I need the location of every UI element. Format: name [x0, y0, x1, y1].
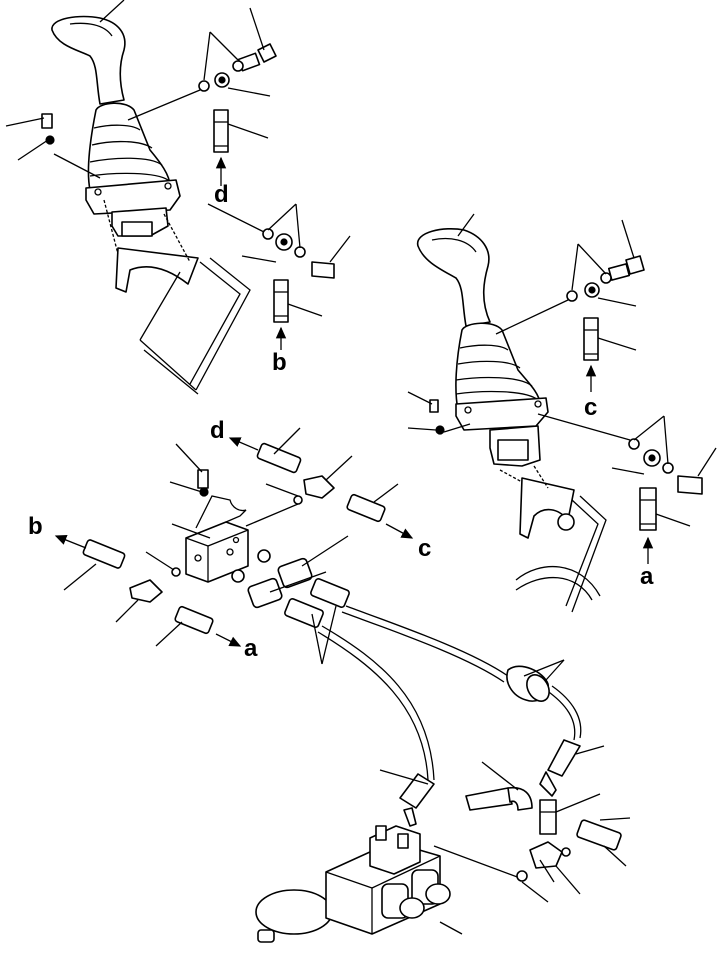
label-port-a-mid: a — [244, 635, 258, 662]
label-port-c-right: c — [584, 394, 597, 421]
left-joystick-assembly — [51, 15, 251, 395]
right-joystick-base — [455, 397, 549, 431]
lower-valve-assembly — [255, 769, 521, 943]
label-port-d-mid: d — [210, 417, 225, 444]
right-top-fittings — [407, 219, 645, 435]
left-top-fittings — [5, 0, 277, 186]
accumulator — [255, 889, 333, 935]
label-port-b-top: b — [272, 349, 287, 376]
lower-right-fittings — [465, 739, 631, 903]
left-joystick-grip — [51, 15, 126, 105]
left-joystick-boot — [87, 102, 171, 191]
label-port-a-right: a — [640, 563, 654, 590]
label-port-d-top: d — [214, 181, 229, 208]
left-joystick-base — [85, 179, 181, 215]
right-joystick-assembly — [417, 213, 607, 613]
center-fittings — [54, 427, 414, 665]
label-port-b-left: b — [28, 513, 43, 540]
center-manifold-block — [169, 443, 299, 583]
right-joystick-grip — [417, 227, 491, 327]
right-lower-fittings — [537, 413, 717, 564]
left-lower-fittings — [207, 203, 351, 350]
hose-lines — [317, 605, 582, 781]
left-mounting-bracket — [115, 247, 199, 293]
port-labels: d b c a d b c a — [28, 181, 654, 662]
label-port-c-mid: c — [418, 535, 431, 562]
right-joystick-boot — [455, 322, 541, 411]
